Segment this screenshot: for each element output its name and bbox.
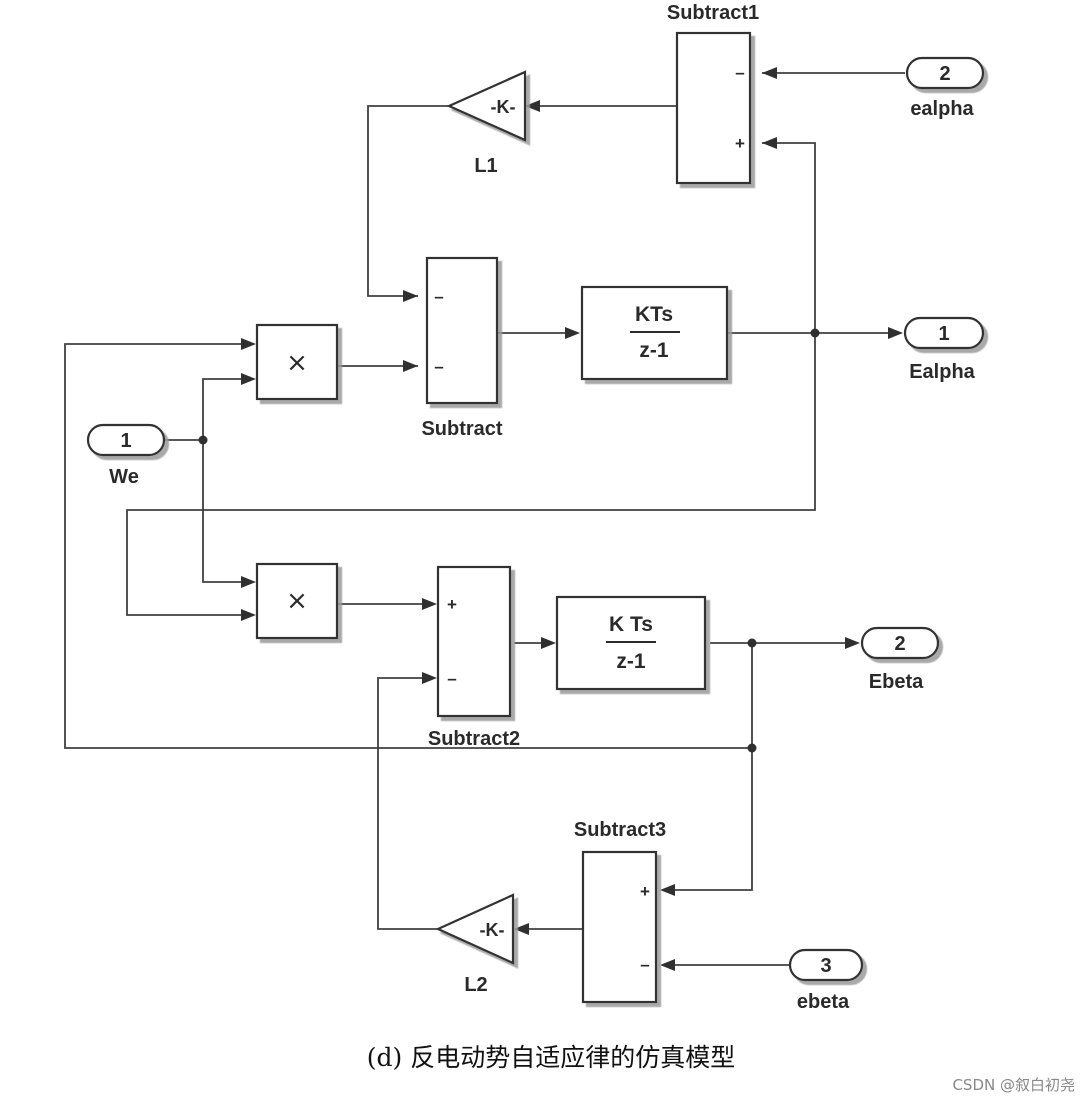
inport-ealpha[interactable]: 2 ealpha: [905, 56, 985, 120]
gain-l2-label: L2: [464, 974, 487, 996]
integrator1-denominator: z-1: [639, 339, 668, 362]
inport-ealpha-number: 2: [939, 63, 950, 85]
arrow-subtract3-plus: [660, 884, 675, 896]
outport-ealpha[interactable]: 1 Ealpha: [903, 316, 985, 383]
integrator1-numerator: KTs: [635, 303, 673, 326]
subtract-sign-top: –: [434, 287, 443, 306]
arrow-integrator2-input: [541, 637, 556, 649]
arrow-subtract-bottom: [403, 360, 418, 372]
subtract-block[interactable]: – – Subtract: [421, 256, 503, 440]
subtract1-block[interactable]: Subtract1 – +: [667, 2, 759, 185]
junction-ebeta-feedback: [747, 743, 757, 753]
outport-ealpha-name: Ealpha: [909, 361, 975, 383]
integrator2-block[interactable]: K Ts z-1: [555, 595, 707, 691]
signal-wires: [64, 72, 905, 966]
junction-ebeta-out: [747, 638, 757, 648]
inport-we[interactable]: 1 We: [86, 423, 166, 488]
junction-ealpha: [810, 328, 820, 338]
wire-ebeta-feedback-subtract3[interactable]: [667, 643, 753, 891]
arrow-subtract2-minus: [422, 672, 437, 684]
gain-l1-value: -K-: [491, 97, 516, 117]
arrow-l1-input: [525, 100, 540, 112]
arrow-product2-bottom: [241, 609, 256, 621]
junctions: [198, 328, 820, 753]
arrow-subtract3-minus: [660, 959, 675, 971]
product1-symbol: ×: [286, 348, 308, 378]
wire-ealpha-feedback-subtract1[interactable]: [762, 142, 816, 333]
integrator2-denominator: z-1: [616, 650, 645, 673]
gain-l2-value: -K-: [480, 920, 505, 940]
outport-ebeta-name: Ebeta: [869, 671, 924, 693]
arrow-integrator1-input: [565, 327, 580, 339]
subtract-sign-bottom: –: [434, 357, 443, 376]
arrow-subtract1-plus: [762, 137, 777, 149]
subtract2-sign-plus: +: [447, 595, 457, 614]
integrator2-numerator: K Ts: [609, 613, 653, 636]
arrow-l2-input: [514, 923, 529, 935]
subtract-label: Subtract: [421, 418, 502, 440]
arrow-product1-top: [241, 338, 256, 350]
subtract3-label: Subtract3: [574, 819, 666, 841]
subtract2-block[interactable]: + – Subtract2: [428, 565, 520, 750]
inport-ealpha-name: ealpha: [910, 98, 974, 120]
outport-ealpha-number: 1: [938, 323, 949, 345]
wire-we-to-product2[interactable]: [202, 440, 248, 583]
subtract1-sign-plus: +: [735, 134, 745, 153]
subtract3-block[interactable]: Subtract3 + –: [574, 819, 666, 1004]
arrow-product1-bottom: [241, 373, 256, 385]
arrowheads: [241, 67, 903, 971]
gain-l1-label: L1: [474, 155, 497, 177]
inport-we-number: 1: [120, 430, 131, 452]
outport-ebeta-number: 2: [894, 633, 905, 655]
product2-block[interactable]: ×: [255, 562, 339, 640]
wire-l2-to-subtract2[interactable]: [377, 677, 437, 930]
wire-we-to-product1[interactable]: [202, 378, 248, 440]
outport-ebeta[interactable]: 2 Ebeta: [860, 626, 940, 693]
arrow-subtract-top: [403, 290, 418, 302]
wire-l1-to-subtract[interactable]: [367, 105, 448, 297]
integrator1-block[interactable]: KTs z-1: [580, 285, 729, 381]
subtract1-sign-minus: –: [735, 63, 744, 82]
subtract1-label: Subtract1: [667, 2, 759, 24]
inport-ebeta[interactable]: 3 ebeta: [788, 948, 864, 1013]
inport-ebeta-number: 3: [820, 955, 831, 977]
arrow-subtract1-minus: [762, 67, 777, 79]
arrow-ebeta-out: [845, 637, 860, 649]
watermark: CSDN @叙白初尧: [952, 1076, 1075, 1094]
subtract2-sign-minus: –: [447, 669, 456, 688]
gain-l1-block[interactable]: -K- L1: [446, 70, 527, 177]
arrow-product2-top: [241, 576, 256, 588]
gain-l2-block[interactable]: -K- L2: [435, 893, 515, 996]
figure-caption: (d) 反电动势自适应律的仿真模型: [367, 1043, 735, 1072]
subtract3-sign-plus: +: [640, 882, 650, 901]
wire-ealpha-feedback-product2[interactable]: [126, 333, 816, 616]
subtract2-label: Subtract2: [428, 728, 520, 750]
inport-ebeta-name: ebeta: [797, 991, 850, 1013]
inport-we-name: We: [109, 466, 139, 488]
wire-ebeta-feedback-product1[interactable]: [64, 343, 752, 749]
product1-block[interactable]: ×: [255, 323, 339, 401]
arrow-ealpha-out: [888, 327, 903, 339]
product2-symbol: ×: [286, 586, 308, 616]
arrow-subtract2-plus: [422, 598, 437, 610]
subtract3-sign-minus: –: [640, 955, 649, 974]
junction-we: [198, 435, 208, 445]
